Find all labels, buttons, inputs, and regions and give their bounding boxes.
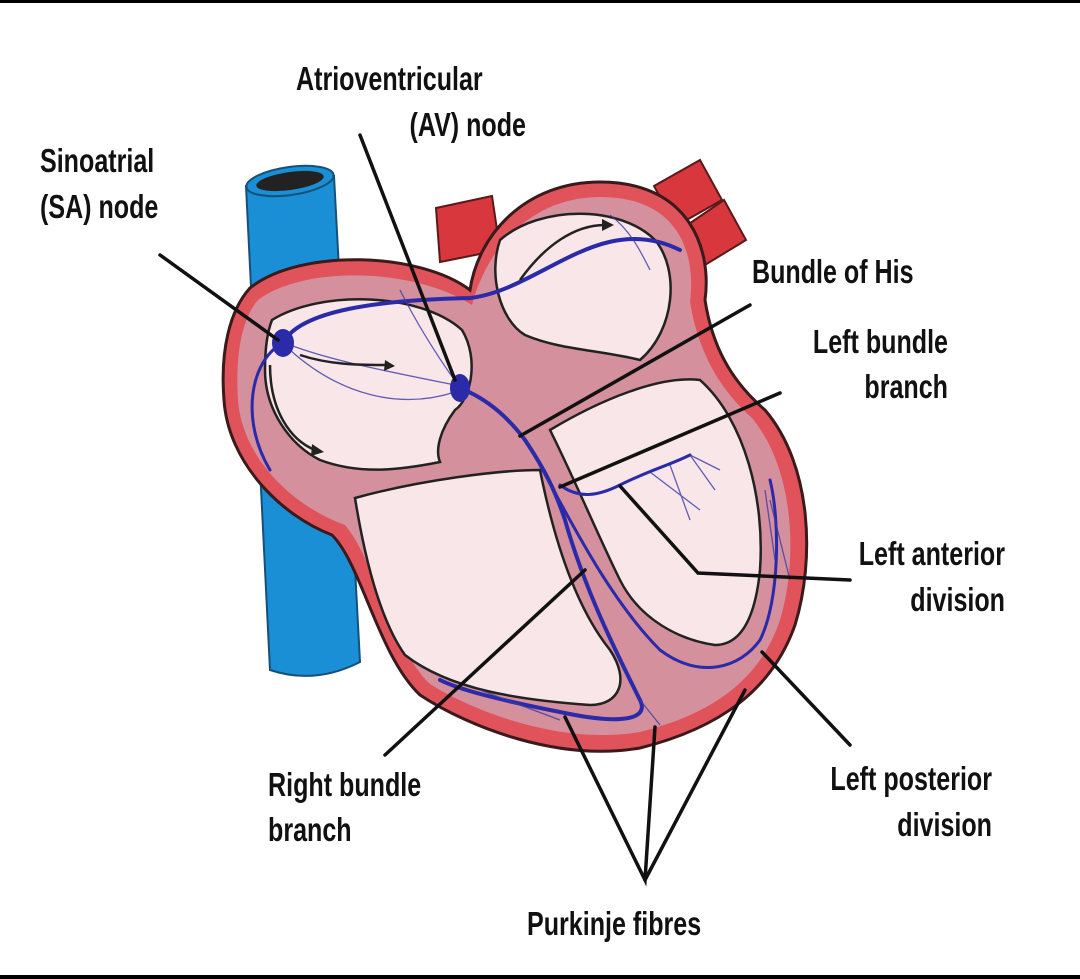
sa-node-label-2: (SA) node (40, 189, 158, 226)
sa-node (272, 329, 294, 357)
left-atrium (494, 212, 672, 362)
purkinje-fibres-label: Purkinje fibres (527, 906, 701, 943)
right-bundle-branch-label-1: Right bundle (268, 767, 421, 804)
flow-arrows (268, 219, 614, 456)
av-node-label-1: Atrioventricular (296, 61, 483, 98)
left-anterior-division-label-2: division (910, 582, 1005, 619)
left-ventricle (548, 378, 762, 647)
sa-node-label-1: Sinoatrial (40, 143, 154, 180)
left-bundle-branch-label-1: Left bundle (813, 324, 948, 361)
av-node-label-2: (AV) node (409, 107, 526, 144)
leader-lines (158, 133, 852, 887)
left-posterior-division-label-1: Left posterior (830, 761, 992, 798)
conduction-system (250, 214, 791, 726)
labels: Sinoatrial (SA) node Atrioventricular (A… (40, 61, 1005, 943)
bottom-border (0, 975, 1080, 979)
top-border (0, 0, 1080, 3)
right-bundle-branch-label-2: branch (268, 812, 352, 849)
left-bundle-branch-label-2: branch (864, 369, 948, 406)
left-posterior-division-label-2: division (897, 807, 992, 844)
left-anterior-division-label-1: Left anterior (859, 536, 1005, 573)
bundle-of-his-label: Bundle of His (752, 254, 914, 291)
right-ventricle (353, 468, 622, 707)
chambers (263, 212, 762, 707)
